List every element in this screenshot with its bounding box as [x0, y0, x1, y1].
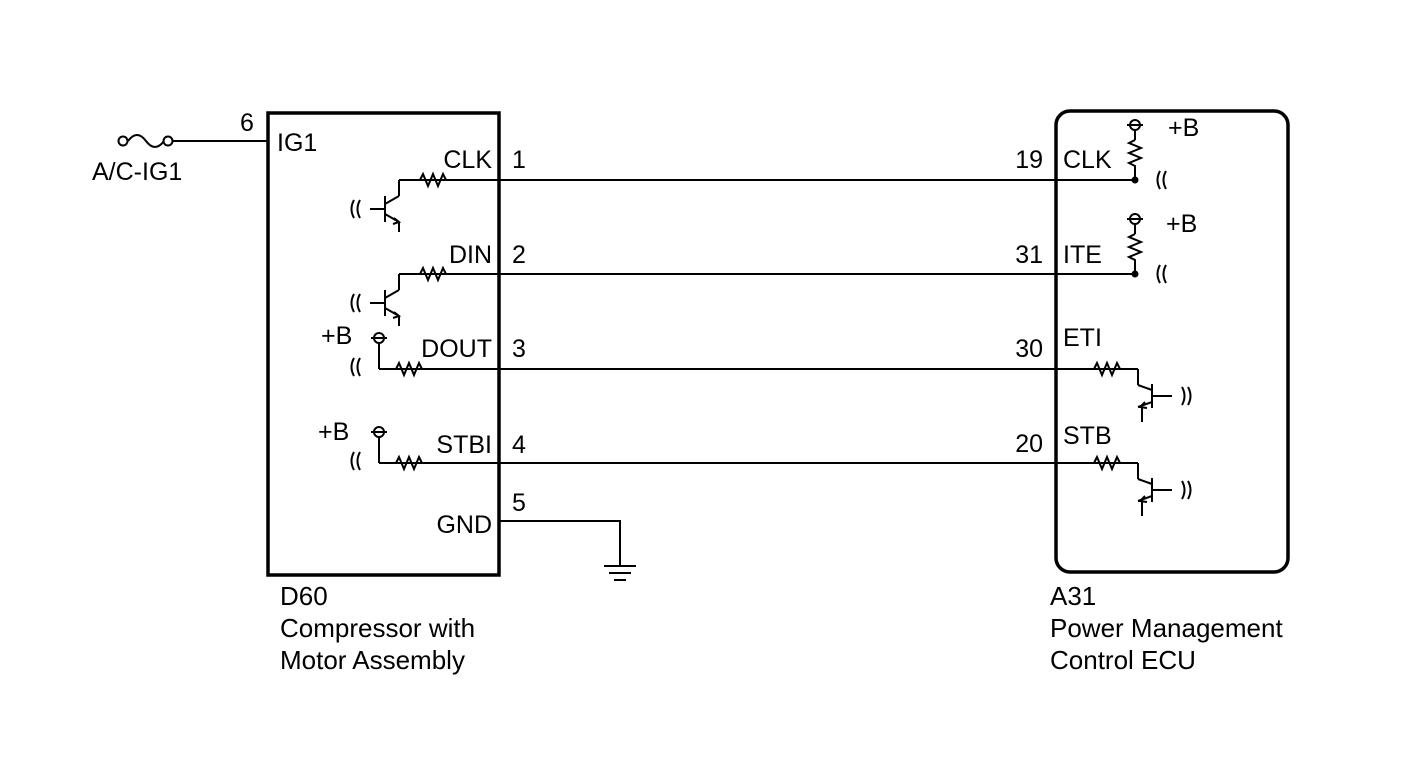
ecu-ite-plus-b: +B — [1166, 210, 1197, 238]
ecu-code: A31 — [1050, 581, 1096, 611]
compressor-code: D60 — [280, 581, 328, 611]
ecu-stb-transistor — [1093, 454, 1192, 516]
compressor-name-line2: Motor Assembly — [280, 645, 465, 675]
fuse-symbol — [117, 134, 268, 148]
pin-19: 19 — [1015, 146, 1043, 174]
d60-signal-din: DIN — [449, 241, 492, 269]
ecu-signal-eti: ETI — [1063, 324, 1102, 352]
d60-din-transistor — [350, 265, 447, 326]
pin-30: 30 — [1015, 335, 1043, 363]
d60-signal-dout: DOUT — [421, 335, 492, 363]
resistor-icon — [395, 360, 423, 378]
ground-wave-icon — [1181, 480, 1192, 500]
pin-2: 2 — [512, 241, 526, 269]
d60-signal-clk: CLK — [443, 146, 492, 174]
d60-dout-pullup — [350, 332, 423, 378]
ground-wave-icon — [350, 451, 361, 471]
ecu-signal-clk: CLK — [1063, 146, 1112, 174]
resistor-icon — [1093, 454, 1121, 472]
d60-signal-stbi: STBI — [436, 431, 492, 459]
d60-signal-gnd: GND — [436, 511, 492, 539]
pin-1: 1 — [512, 146, 526, 174]
d60-stbi-plus-b: +B — [318, 418, 349, 446]
ecu-eti-transistor — [1093, 360, 1192, 422]
ground-symbol — [499, 520, 636, 581]
ground-wave-icon — [350, 357, 361, 377]
pin-3: 3 — [512, 335, 526, 363]
compressor-name-line1: Compressor with — [280, 613, 475, 643]
ecu-box — [1054, 109, 1290, 574]
ground-wave-icon — [1156, 170, 1167, 190]
compressor-box — [266, 111, 501, 577]
pin-6: 6 — [240, 109, 254, 137]
junction-dot — [1131, 176, 1139, 184]
ecu-clk-pullup — [1126, 119, 1167, 190]
ground-wave-icon — [350, 199, 361, 219]
ground-wave-icon — [1181, 386, 1192, 406]
ecu-name-line1: Power Management — [1050, 613, 1283, 643]
pin-31: 31 — [1015, 241, 1043, 269]
ecu-clk-plus-b: +B — [1168, 114, 1199, 142]
signal-ig1: IG1 — [277, 129, 317, 157]
ecu-name-line2: Control ECU — [1050, 645, 1196, 675]
pin-20: 20 — [1015, 430, 1043, 458]
d60-clk-transistor — [350, 171, 447, 232]
pin-5: 5 — [512, 489, 526, 517]
junction-dot — [1131, 270, 1139, 278]
ground-wave-icon — [1156, 264, 1167, 284]
pin-4: 4 — [512, 431, 526, 459]
resistor-icon — [1126, 233, 1144, 274]
resistor-icon — [1126, 139, 1144, 180]
resistor-icon — [1093, 360, 1121, 378]
fuse-label: A/C-IG1 — [92, 158, 182, 186]
ecu-signal-ite: ITE — [1063, 241, 1102, 269]
resistor-icon — [419, 171, 447, 189]
d60-dout-plus-b: +B — [321, 322, 352, 350]
ecu-ite-pullup — [1126, 213, 1167, 284]
resistor-icon — [419, 265, 447, 283]
ecu-signal-stb: STB — [1063, 422, 1112, 450]
d60-stbi-pullup — [350, 426, 423, 472]
ground-wave-icon — [350, 293, 361, 313]
resistor-icon — [395, 454, 423, 472]
